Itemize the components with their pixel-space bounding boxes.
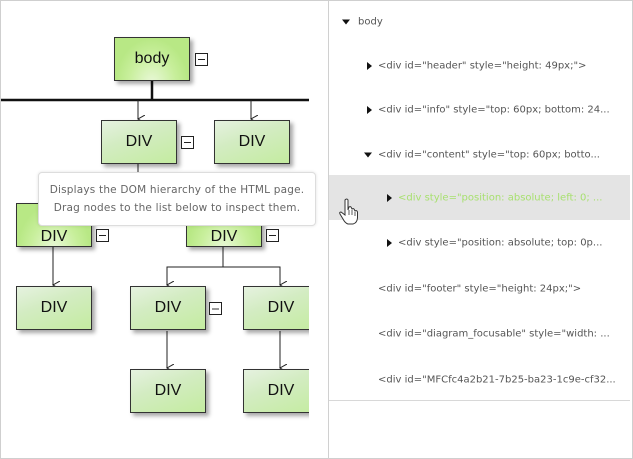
node-div[interactable]: DIV	[214, 120, 290, 164]
tree-item-label: <div style="position: absolute; left: 0;…	[398, 192, 603, 203]
tree-item[interactable]: <div id="MFCfc4a2b21-7b25-ba23-1c9e-cf32…	[329, 358, 630, 402]
connector-lines	[1, 80, 309, 456]
tooltip-line: Displays the DOM hierarchy of the HTML p…	[49, 184, 305, 196]
collapse-minus-icon[interactable]	[96, 229, 109, 242]
collapse-minus-icon[interactable]	[195, 53, 208, 66]
node-div[interactable]: DIV	[243, 369, 309, 413]
tree-item-label: <div id="MFCfc4a2b21-7b25-ba23-1c9e-cf32…	[378, 374, 616, 386]
node-label: DIV	[154, 382, 182, 399]
triangle-right-icon[interactable]	[387, 193, 392, 202]
triangle-down-icon[interactable]	[342, 19, 350, 25]
tree-item-label: <div id="info" style="top: 60px; bottom:…	[378, 104, 610, 116]
node-label: DIV	[40, 299, 68, 316]
node-body[interactable]: body	[114, 37, 190, 81]
triangle-right-icon[interactable]	[387, 239, 392, 247]
node-div[interactable]: DIV	[130, 286, 206, 330]
triangle-right-icon[interactable]	[367, 106, 372, 114]
tooltip-line: Drag nodes to the list below to inspect …	[53, 202, 301, 214]
collapse-minus-icon[interactable]	[209, 302, 222, 315]
panel-divider[interactable]	[328, 0, 329, 459]
dom-diagram[interactable]: body DIV DIV DIV DIV DIV DIV DIV DIV DIV	[1, 1, 309, 456]
tree-item[interactable]: <div id="content" style="top: 60px; bott…	[329, 133, 630, 177]
node-div[interactable]: DIV	[101, 120, 177, 164]
tree-item-label: <div id="footer" style="height: 24px;">	[378, 283, 582, 295]
tree-item-label: <div id="content" style="top: 60px; bott…	[378, 149, 600, 161]
tree-item-label: <div id="header" style="height: 49px;">	[378, 60, 587, 72]
dom-tree-list[interactable]: body <div id="header" style="height: 49p…	[329, 0, 630, 401]
collapse-minus-icon[interactable]	[181, 136, 194, 149]
node-div[interactable]: DIV	[243, 286, 309, 330]
node-label: DIV	[238, 133, 266, 150]
node-label: DIV	[125, 133, 153, 150]
tree-item-label: <div id="diagram_focusable" style="width…	[378, 328, 610, 340]
node-label: DIV	[40, 228, 68, 245]
triangle-down-icon[interactable]	[364, 152, 372, 158]
tree-item-label: <div style="position: absolute; top: 0p.…	[398, 237, 603, 249]
node-label: body	[134, 50, 170, 67]
tree-item-selected[interactable]: <div style="position: absolute; left: 0;…	[329, 175, 630, 220]
tree-item-label: body	[358, 16, 383, 28]
tree-item[interactable]: <div id="header" style="height: 49px;">	[329, 44, 630, 88]
tree-item-body[interactable]: body	[329, 0, 630, 44]
hand-cursor-icon	[339, 198, 358, 225]
node-label: DIV	[267, 382, 295, 399]
tree-item[interactable]: <div style="position: absolute; top: 0p.…	[329, 221, 630, 265]
tooltip: Displays the DOM hierarchy of the HTML p…	[38, 172, 316, 226]
tree-item[interactable]: <div id="footer" style="height: 24px;">	[329, 267, 630, 311]
tree-item[interactable]: <div id="diagram_focusable" style="width…	[329, 312, 630, 356]
node-label: DIV	[210, 228, 238, 245]
node-div[interactable]: DIV	[130, 369, 206, 413]
tree-item[interactable]: <div id="info" style="top: 60px; bottom:…	[329, 88, 630, 132]
collapse-minus-icon[interactable]	[266, 229, 279, 242]
triangle-right-icon[interactable]	[367, 62, 372, 70]
node-label: DIV	[267, 299, 295, 316]
node-div[interactable]: DIV	[16, 286, 92, 330]
node-label: DIV	[154, 299, 182, 316]
